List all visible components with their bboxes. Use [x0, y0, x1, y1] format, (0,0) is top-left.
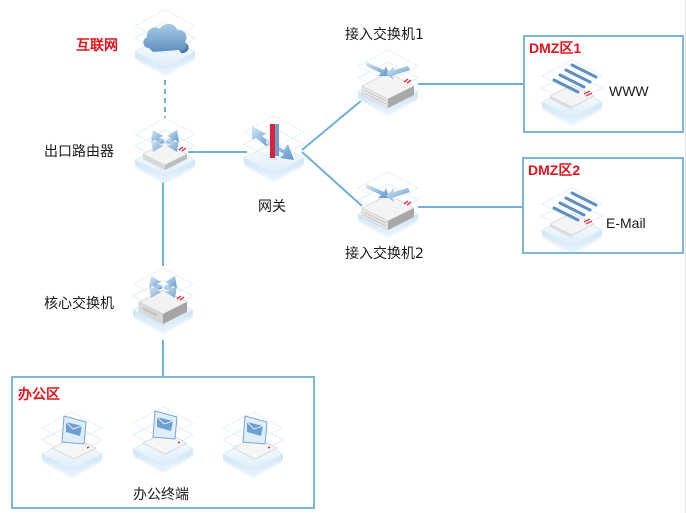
laptop-icon: [222, 411, 284, 479]
office-terminals-label: 办公终端: [133, 487, 189, 503]
laptop-icon: [132, 406, 194, 474]
access-switch-1-label: 接入交换机1: [345, 27, 424, 43]
cloud-icon: [134, 9, 196, 77]
laptop-icon: [41, 411, 103, 479]
zone-dmz2-title: DMZ区2: [528, 162, 581, 178]
www-server-label: WWW: [609, 83, 649, 99]
zone-dmz1: DMZ区1: [523, 35, 684, 133]
zone-dmz2: DMZ区2: [522, 157, 684, 254]
zone-dmz1-title: DMZ区1: [529, 40, 582, 56]
access-switch-2-label: 接入交换机2: [345, 246, 424, 262]
server-icon: [541, 187, 603, 255]
core-switch-label: 核心交换机: [44, 296, 114, 312]
router-icon: [134, 117, 196, 185]
internet-label: 互联网: [76, 38, 118, 54]
gateway-label: 网关: [258, 199, 286, 215]
core-switch-icon: [132, 267, 194, 335]
edges: [162, 80, 524, 377]
mail-server-label: E-Mail: [606, 215, 646, 231]
server-icon: [541, 59, 603, 127]
zone-office-title: 办公区: [18, 386, 60, 402]
switch-icon: [357, 171, 419, 239]
switch-icon: [357, 49, 419, 117]
edge-gateway-access-switch-2: [301, 151, 363, 207]
edge-gateway-access-switch-1: [301, 99, 363, 151]
gateway-firewall-icon: [243, 115, 305, 183]
zone-office: 办公区: [11, 376, 315, 509]
router-label: 出口路由器: [44, 144, 114, 160]
